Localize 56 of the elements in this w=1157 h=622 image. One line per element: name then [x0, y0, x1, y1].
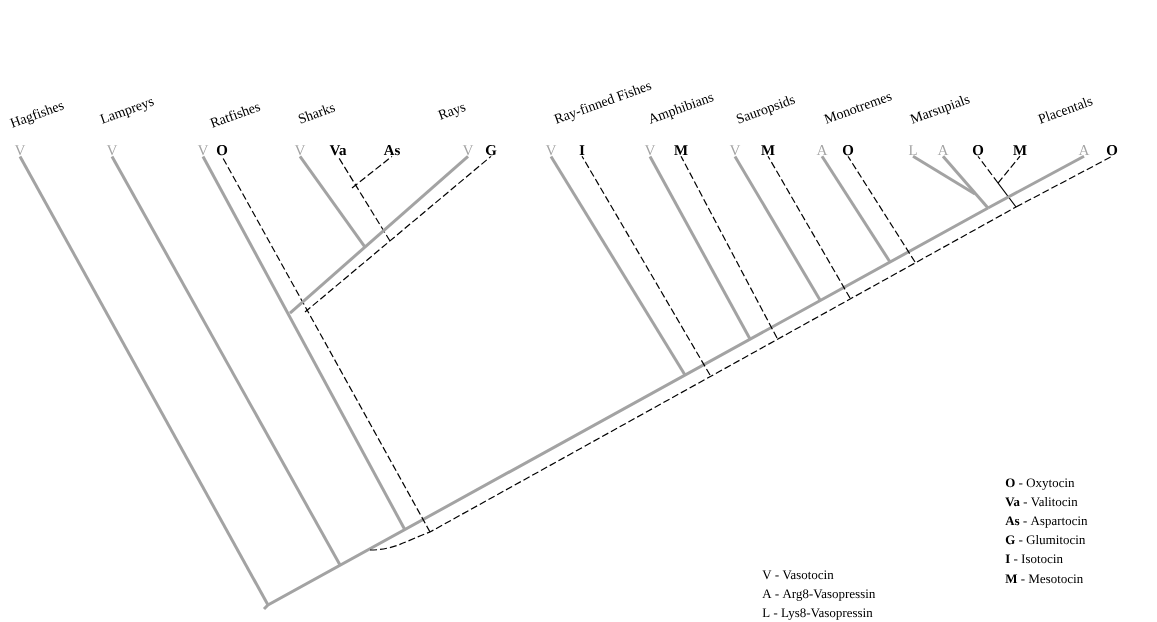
legend-entry: V - Vasotocin	[762, 570, 834, 580]
branch-line	[351, 155, 393, 189]
branch-line	[1015, 155, 1113, 208]
branch-line	[581, 155, 711, 376]
branch-line	[110, 155, 342, 566]
tip-label: M	[674, 145, 688, 155]
tip-label: M	[1013, 145, 1027, 155]
taxon-label: Rays	[437, 104, 466, 120]
legend-entry: A - Arg8-Vasopressin	[762, 589, 876, 601]
branch-line	[987, 154, 1085, 210]
tip-label: V	[197, 145, 209, 156]
branch-line	[648, 155, 752, 340]
tip-label: O	[842, 145, 854, 156]
tip-label: A	[816, 145, 828, 155]
legend-entry: I - Isotocin	[1005, 554, 1063, 564]
branch-line	[997, 155, 1021, 184]
branch-line	[767, 155, 851, 299]
tip-label: A	[1078, 145, 1090, 155]
tip-label: A	[937, 145, 949, 155]
branch-line	[18, 155, 270, 606]
branch-line	[977, 155, 999, 184]
tip-label: V	[294, 145, 306, 156]
branch-line	[221, 155, 431, 533]
branch-line	[289, 155, 469, 315]
branch-line	[298, 155, 367, 248]
branch-line	[201, 155, 407, 531]
tip-label: O	[972, 145, 984, 156]
tip-label: O	[216, 145, 228, 156]
tip-label: M	[761, 145, 775, 155]
branch-line	[847, 155, 916, 263]
tip-label: V	[644, 145, 656, 156]
legend-entry: M - Mesotocin	[1005, 574, 1083, 584]
branch-line	[733, 155, 822, 301]
tip-label: V	[729, 145, 741, 156]
legend-entry: O - Oxytocin	[1005, 478, 1075, 490]
legend-entry: Va - Valitocin	[1005, 497, 1078, 507]
tip-label: V	[545, 145, 557, 156]
tip-label: G	[485, 145, 497, 156]
tip-label: V	[14, 145, 26, 156]
tip-label: L	[908, 145, 917, 155]
tip-label: V	[106, 145, 118, 156]
branch-line	[549, 155, 687, 376]
branch-line	[912, 154, 976, 196]
tip-label: V	[462, 145, 474, 156]
branch-line	[304, 155, 492, 313]
legend-entry: G - Glumitocin	[1005, 535, 1086, 545]
branch-line	[941, 155, 990, 209]
tip-label: As	[383, 145, 400, 156]
branch-line	[680, 155, 778, 339]
tip-label: I	[579, 145, 585, 155]
tip-label: Va	[329, 145, 347, 156]
branch-line	[820, 155, 892, 263]
tip-label: O	[1106, 145, 1118, 156]
legend-entry: As - Aspartocin	[1005, 516, 1088, 528]
taxon-label: Sharks	[298, 105, 336, 124]
legend-entry: L - Lys8-Vasopressin	[762, 608, 873, 620]
